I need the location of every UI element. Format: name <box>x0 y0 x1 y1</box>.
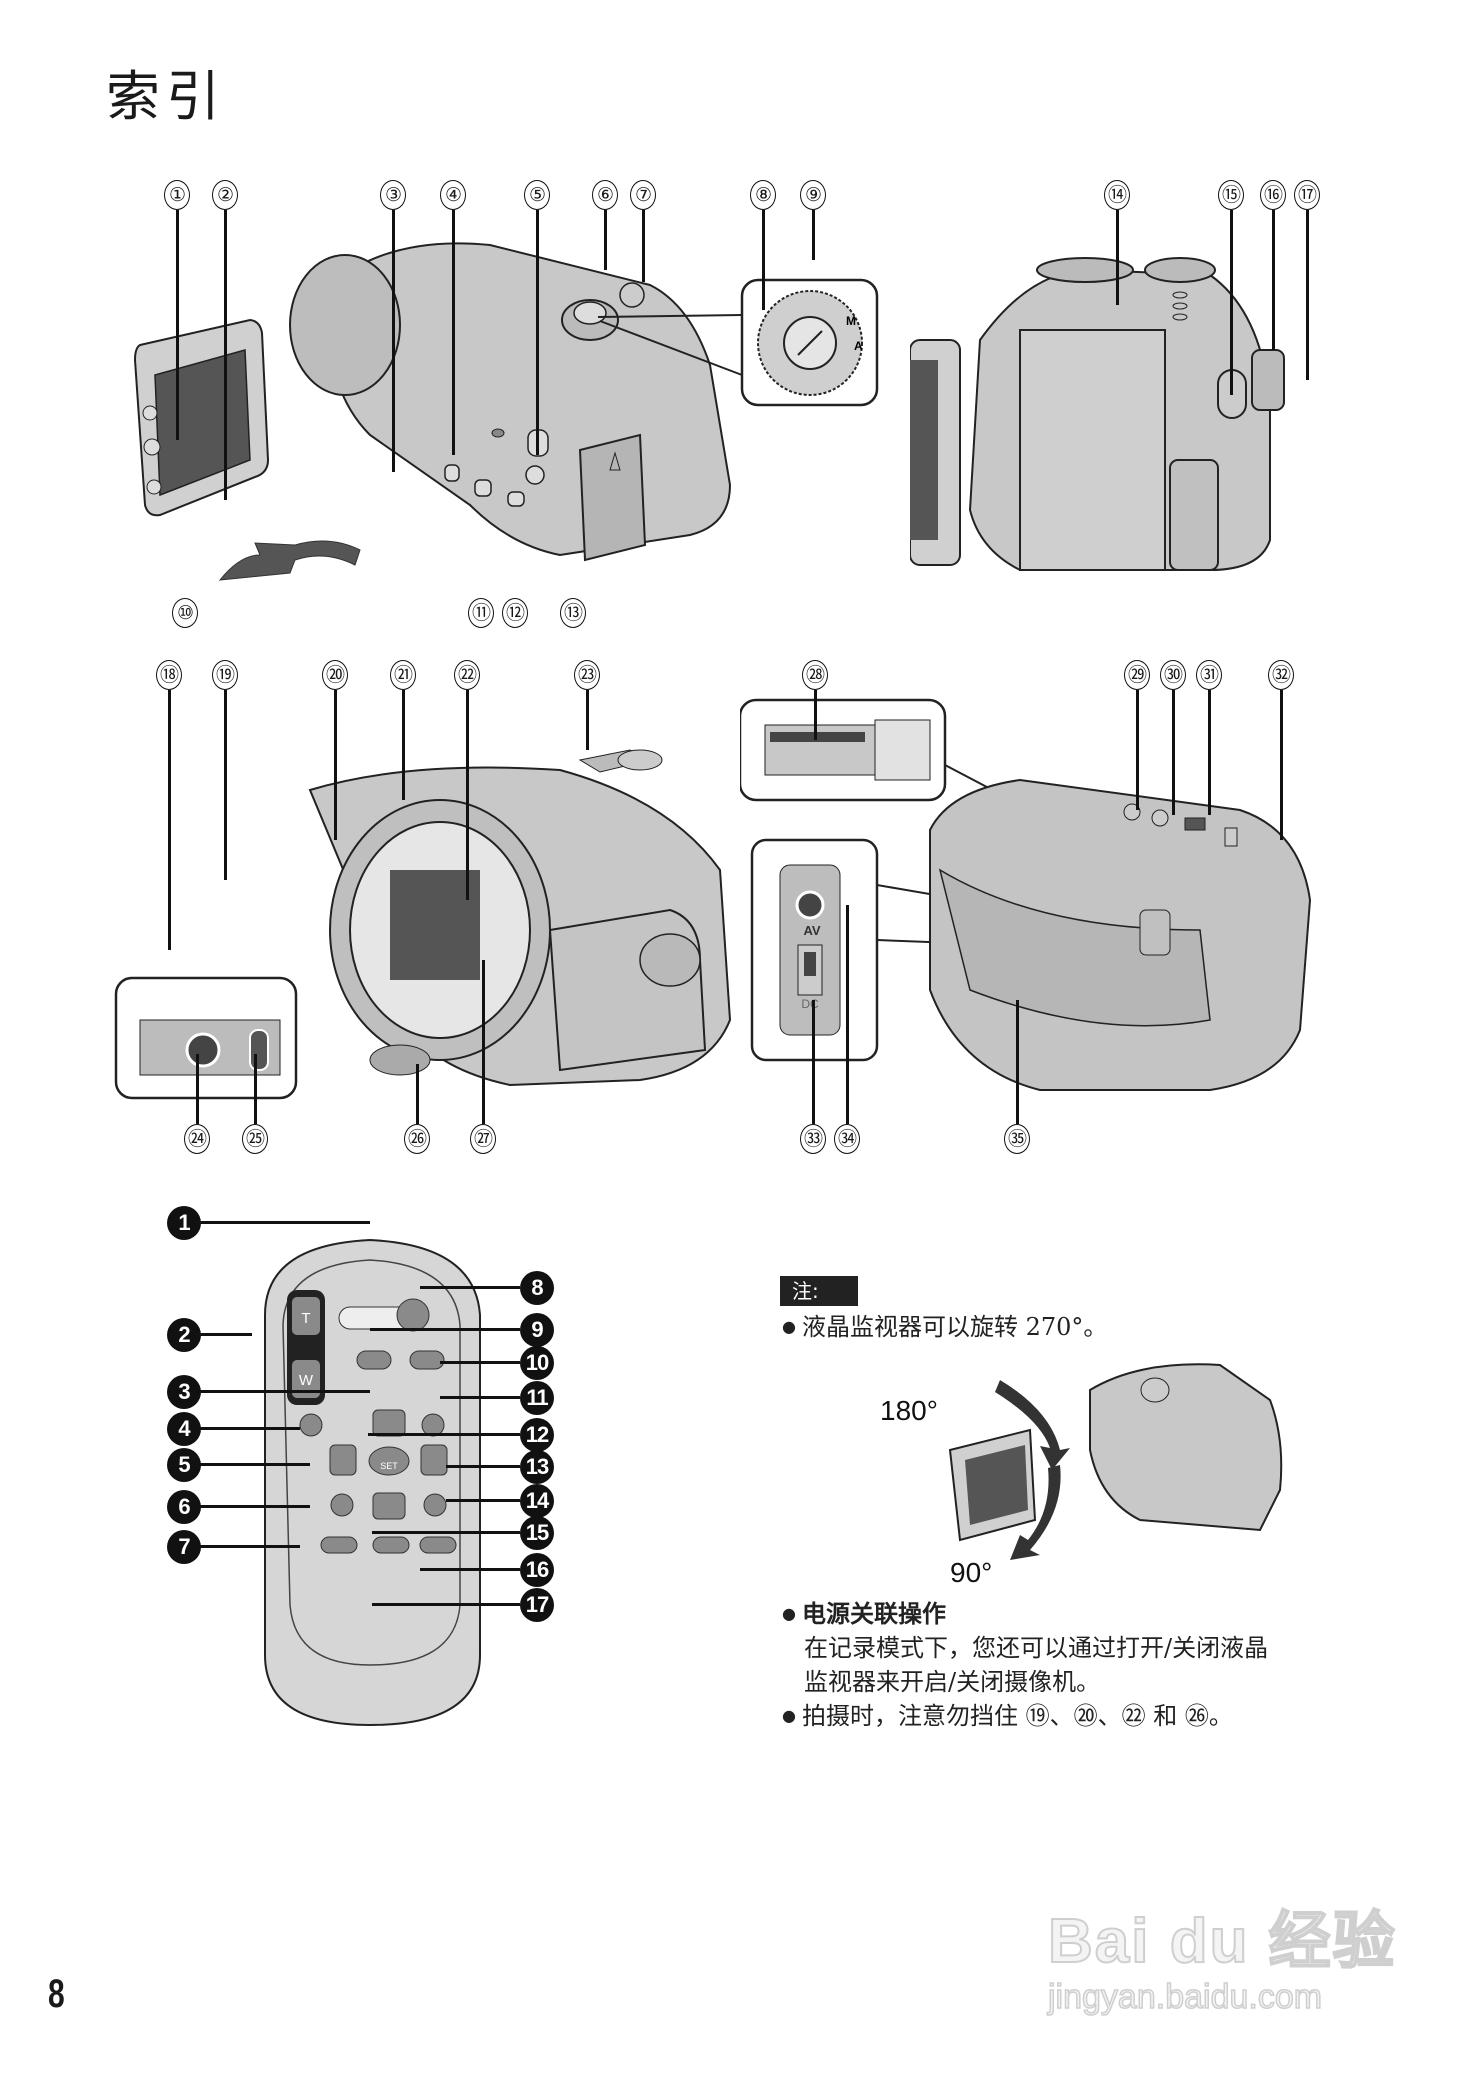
remote-callout-16: 16 <box>520 1553 554 1587</box>
callout-31: ㉛ <box>1196 660 1222 690</box>
callout-2: ② <box>212 180 238 210</box>
callout-27: ㉗ <box>470 1124 496 1154</box>
note-item-power-link-line-1: 在记录模式下，您还可以通过打开/关闭液晶 <box>804 1634 1269 1662</box>
callout-24: ㉔ <box>184 1124 210 1154</box>
callout-7: ⑦ <box>630 180 656 210</box>
camcorder-side-illustration: AV DC <box>740 698 1312 1091</box>
wide-label: W <box>299 1372 314 1389</box>
callout-9: ⑨ <box>800 180 826 210</box>
note-item-lcd-rotation: 液晶监视器可以旋转 270°。 <box>782 1310 1107 1347</box>
remote-callout-4: 4 <box>167 1412 201 1446</box>
remote-callout-12: 12 <box>520 1418 554 1452</box>
rotation-label-180: 180° <box>880 1395 938 1426</box>
callout-35: ㉟ <box>1004 1124 1030 1154</box>
remote-callout-13: 13 <box>520 1450 554 1484</box>
callout-10: ⑩ <box>172 598 198 628</box>
callout-25: ㉕ <box>242 1124 268 1154</box>
remote-callout-1: 1 <box>167 1206 201 1240</box>
callout-29: ㉙ <box>1124 660 1150 690</box>
remote-callout-2: 2 <box>167 1318 201 1352</box>
remote-callout-10: 10 <box>520 1346 554 1380</box>
svg-text:M: M <box>846 314 856 328</box>
remote-control-illustration: T W SET <box>264 1238 481 1727</box>
callout-13: ⑬ <box>560 598 586 628</box>
watermark-brand: Bai du 经验 <box>1047 1906 1397 1977</box>
callout-14: ⑭ <box>1104 180 1130 210</box>
callout-12: ⑫ <box>502 598 528 628</box>
callout-33: ㉝ <box>800 1124 826 1154</box>
page-title: 索引 <box>106 65 226 128</box>
set-label: SET <box>380 1461 398 1471</box>
note-tag: 注: <box>780 1276 858 1306</box>
remote-callout-8: 8 <box>520 1271 554 1305</box>
note-item-do-not-block: 拍摄时，注意勿挡住 ⑲、⑳、㉒ 和 ㉖。 <box>782 1699 1233 1736</box>
callout-23: ㉓ <box>574 660 600 690</box>
tele-label: T <box>301 1310 310 1327</box>
callout-20: ⑳ <box>322 660 348 690</box>
watermark-url: jingyan.baidu.com <box>1047 1977 1323 2017</box>
callout-28: ㉘ <box>802 660 828 690</box>
remote-callout-3: 3 <box>167 1375 201 1409</box>
callout-3: ③ <box>380 180 406 210</box>
callout-32: ㉜ <box>1268 660 1294 690</box>
av-port-label: AV <box>803 923 820 938</box>
svg-text:A: A <box>854 339 863 353</box>
note-item-power-link-heading: 电源关联操作 <box>782 1597 946 1634</box>
camcorder-front-illustration: A M <box>133 242 879 581</box>
remote-callout-11: 11 <box>520 1381 554 1415</box>
callout-22: ㉒ <box>454 660 480 690</box>
remote-callout-5: 5 <box>167 1448 201 1482</box>
callout-15: ⑮ <box>1218 180 1244 210</box>
callout-1: ① <box>164 180 190 210</box>
remote-callout-15: 15 <box>520 1516 554 1550</box>
dc-port-label: DC <box>801 997 819 1011</box>
callout-16: ⑯ <box>1260 180 1286 210</box>
callout-26: ㉖ <box>404 1124 430 1154</box>
camcorder-lens-illustration <box>114 749 732 1100</box>
remote-callout-14: 14 <box>520 1484 554 1518</box>
remote-callout-6: 6 <box>167 1490 201 1524</box>
remote-callout-9: 9 <box>520 1313 554 1347</box>
rotation-label-90: 90° <box>950 1557 993 1588</box>
callout-17: ⑰ <box>1294 180 1320 210</box>
callout-19: ⑲ <box>212 660 238 690</box>
callout-6: ⑥ <box>592 180 618 210</box>
callout-21: ㉑ <box>390 660 416 690</box>
remote-callout-17: 17 <box>520 1588 554 1622</box>
camcorder-back-illustration <box>910 257 1285 571</box>
callout-34: ㉞ <box>834 1124 860 1154</box>
lcd-rotation-illustration <box>948 1363 1283 1560</box>
callout-8: ⑧ <box>750 180 776 210</box>
callout-18: ⑱ <box>156 660 182 690</box>
callout-30: ㉚ <box>1160 660 1186 690</box>
note-item-power-link-line-2: 监视器来开启/关闭摄像机。 <box>804 1668 1101 1696</box>
remote-callout-7: 7 <box>167 1530 201 1564</box>
callout-4: ④ <box>440 180 466 210</box>
callout-5: ⑤ <box>524 180 550 210</box>
page-number: 8 <box>48 1972 65 2016</box>
callout-11: ⑪ <box>468 598 494 628</box>
